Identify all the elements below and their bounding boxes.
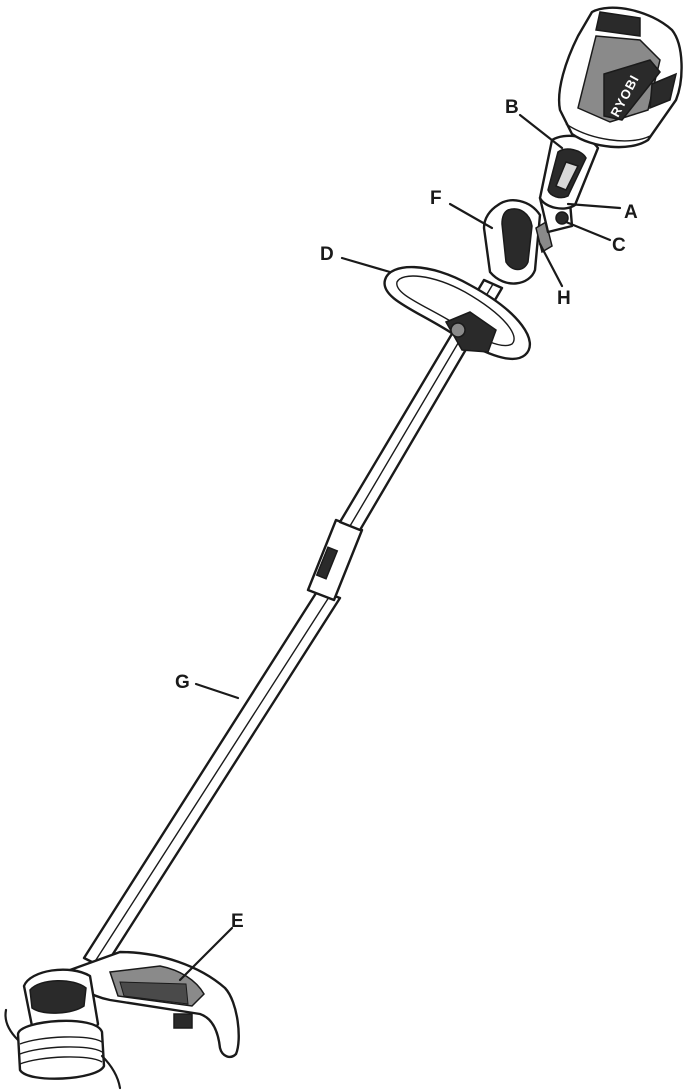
leader-f [448,202,494,230]
loop-handle [383,265,531,360]
leader-d [340,256,392,274]
leader-a [566,202,622,210]
leader-lines [178,113,622,982]
callout-e: E [231,911,244,932]
battery-housing: RYOBI [557,6,683,149]
callout-b: B [505,97,519,118]
callout-f: F [430,188,442,209]
trimmer-head [4,968,122,1090]
callout-d: D [320,244,334,265]
callout-c: C [612,235,626,256]
leader-c [564,220,612,242]
rear-handle [482,196,574,285]
callout-a: A [624,202,638,223]
leader-h [538,242,564,288]
main-grip [538,134,600,210]
callout-labels: A B C D E F G H [175,97,638,932]
debris-guard [68,950,240,1059]
callout-h: H [557,288,571,309]
leader-b [518,113,564,150]
shaft [82,278,504,970]
leader-e [178,926,234,982]
leader-g [194,682,240,700]
callout-g: G [175,672,190,693]
